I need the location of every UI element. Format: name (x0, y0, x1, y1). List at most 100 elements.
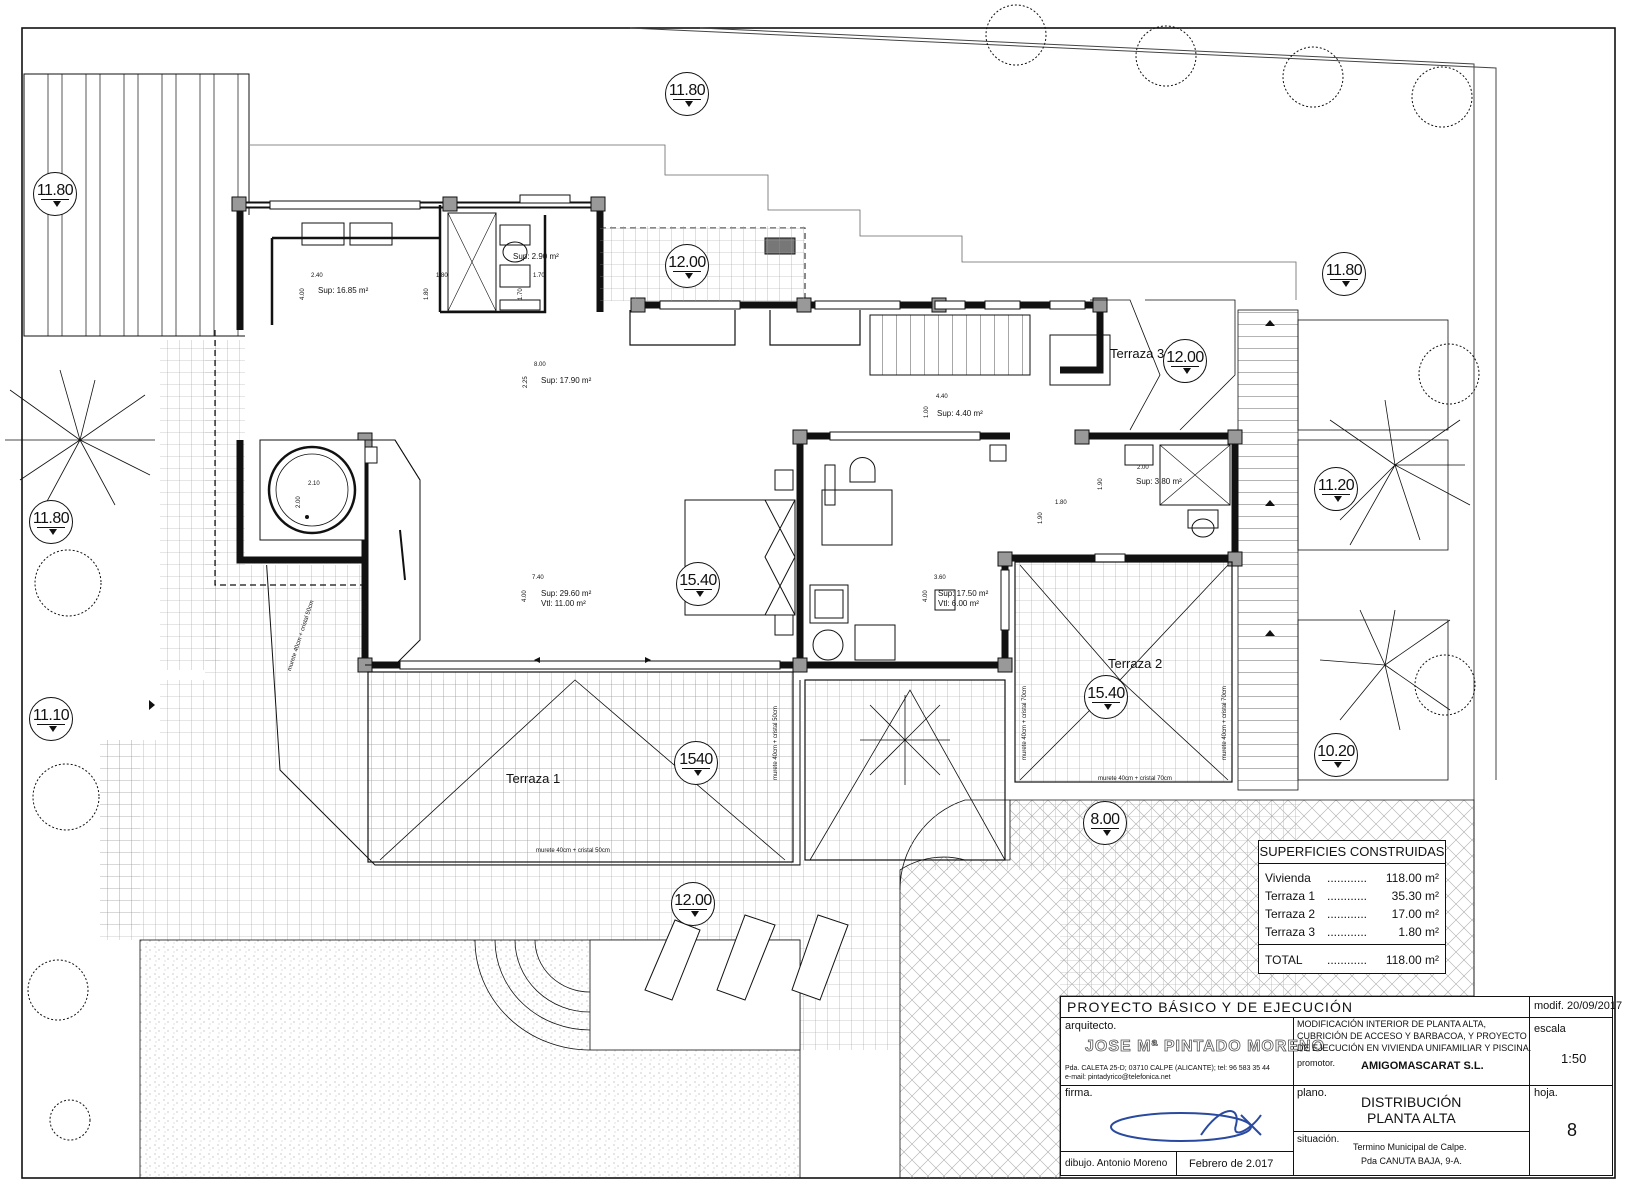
surfaces-row: Terraza 2 ............ 17.00 m² (1265, 907, 1439, 924)
surfaces-name: Terraza 1 (1265, 889, 1316, 903)
room-hall-area: Sup: 17.90 m² (541, 376, 592, 385)
room-shower-height: 1.80 (424, 288, 430, 300)
room-shower-width: 1.80 (436, 273, 448, 279)
promotor-name: AMIGOMASCARAT S.L. (1361, 1060, 1484, 1072)
note-murete-terrace2-side-b: murete 40cm + cristal 70cm (1222, 686, 1228, 760)
room-hall-width: 8.00 (534, 362, 546, 368)
room-kitchen-width: 2.40 (311, 273, 323, 279)
level-marker: 12.00 (671, 882, 715, 926)
note-murete-terrace2: murete 40cm + cristal 70cm (1098, 776, 1172, 782)
room-bath2-area: Sup: 3.80 m² (1136, 477, 1182, 486)
level-marker: 11.20 (1314, 467, 1358, 511)
plano-line-1: DISTRIBUCIÓN (1361, 1094, 1462, 1110)
modif-date: modif. 20/09/2017 (1534, 1000, 1623, 1012)
level-marker: 15.40 (1084, 675, 1128, 719)
surfaces-row: Vivienda ............ 118.00 m² (1265, 871, 1439, 888)
situacion-line-1: Termino Municipal de Calpe. (1353, 1142, 1467, 1152)
terrace-1-label: Terraza 1 (506, 771, 561, 786)
surfaces-total-value: 118.00 m² (1385, 953, 1439, 967)
surfaces-name: Terraza 2 (1265, 907, 1316, 921)
hoja-label: hoja. (1534, 1087, 1558, 1099)
signature (1110, 1110, 1262, 1142)
room-bath1-width: 1.70 (533, 273, 545, 279)
firma-label: firma. (1065, 1087, 1093, 1099)
architect-name: JOSE Mª PINTADO MORENO (1085, 1038, 1326, 1055)
surfaces-total-label: TOTAL (1265, 953, 1303, 967)
note-murete-terrace1-side: murete 40cm + cristal 50cm (773, 706, 779, 780)
situacion-label: situación. (1297, 1134, 1340, 1145)
plano-label: plano. (1297, 1087, 1327, 1099)
surfaces-dots: ............ (1327, 889, 1368, 903)
room-hall2-height: 1.90 (1038, 512, 1044, 524)
hoja-value: 8 (1567, 1120, 1578, 1140)
architect-label: arquitecto. (1065, 1020, 1117, 1032)
description-line-3: DE EJECUCIÓN EN VIVIENDA UNIFAMILIAR Y P… (1297, 1043, 1532, 1053)
jacuzzi-width: 2.10 (308, 481, 320, 487)
level-marker: 11.80 (29, 500, 73, 544)
surfaces-value: 1.80 m² (1398, 925, 1439, 939)
room-hall2-width: 1.80 (1055, 500, 1067, 506)
level-marker: 11.80 (1322, 252, 1366, 296)
dibujo: dibujo. Antonio Moreno (1065, 1158, 1168, 1169)
room-bedroom-vtl: Vtl: 6.00 m² (938, 599, 979, 608)
room-corridor-area: Sup: 4.40 m² (937, 409, 983, 418)
room-living-area: Sup: 29.60 m² (541, 589, 592, 598)
surfaces-dots: ............ (1327, 925, 1368, 939)
room-living-height: 4.00 (522, 590, 528, 602)
surfaces-name: Terraza 3 (1265, 925, 1316, 939)
room-hall-height: 2.25 (523, 376, 529, 388)
room-bath2-width: 2.00 (1137, 465, 1149, 471)
terrace-2-label: Terraza 2 (1108, 656, 1163, 671)
level-marker: 12.00 (665, 244, 709, 288)
room-living-width: 7.40 (532, 575, 544, 581)
room-bath1-area: Sup: 2.90 m² (513, 252, 559, 261)
promotor-label: promotor. (1297, 1058, 1336, 1068)
room-bedroom-width: 3.60 (934, 575, 946, 581)
room-corridor-height: 1.00 (924, 406, 930, 418)
room-bedroom-height: 4.00 (923, 590, 929, 602)
escala-value: 1:50 (1561, 1051, 1587, 1066)
description-line-1: MODIFICACIÓN INTERIOR DE PLANTA ALTA, (1297, 1019, 1487, 1029)
room-living-vtl: Vtl: 11.00 m² (541, 599, 586, 608)
room-corridor-width: 4.40 (936, 394, 948, 400)
room-kitchen-height: 4.00 (300, 288, 306, 300)
level-marker: 8.00 (1083, 801, 1127, 845)
architect-email: e-mail: pintadyrico@telefonica.net (1065, 1074, 1171, 1081)
surfaces-value: 118.00 m² (1385, 871, 1439, 885)
level-marker: 11.80 (665, 72, 709, 116)
project-title: PROYECTO BÁSICO Y DE EJECUCIÓN (1067, 999, 1353, 1015)
title-block: PROYECTO BÁSICO Y DE EJECUCIÓN modif. 20… (1060, 996, 1622, 1176)
situacion-line-2: Pda CANUTA BAJA, 9-A. (1361, 1156, 1462, 1166)
room-bedroom-area: Sup: 17.50 m² (938, 589, 989, 598)
surfaces-table: SUPERFICIES CONSTRUIDAS Vivienda .......… (1258, 840, 1446, 974)
jacuzzi-height: 2.00 (296, 496, 302, 508)
level-marker: 12.00 (1163, 339, 1207, 383)
level-marker: 1540 (674, 741, 718, 785)
surfaces-value: 35.30 m² (1391, 889, 1439, 903)
plano-line-2: PLANTA ALTA (1367, 1110, 1456, 1126)
fecha: Febrero de 2.017 (1189, 1158, 1274, 1170)
room-bath1-height: 1.70 (518, 288, 524, 300)
description-line-2: CUBRICIÓN DE ACCESO Y BARBACOA, Y PROYEC… (1297, 1031, 1527, 1041)
escala-label: escala (1534, 1023, 1566, 1035)
level-marker: 11.10 (29, 697, 73, 741)
surfaces-row: Terraza 3 ............ 1.80 m² (1265, 925, 1439, 942)
surfaces-value: 17.00 m² (1391, 907, 1439, 921)
note-murete-terrace2-side-a: murete 40cm + cristal 70cm (1022, 686, 1028, 760)
room-bath2-height: 1.90 (1098, 478, 1104, 490)
surfaces-total-row: TOTAL ............ 118.00 m² (1265, 953, 1439, 970)
surfaces-dots: ............ (1327, 871, 1368, 885)
note-murete-terrace1: murete 40cm + cristal 50cm (536, 848, 610, 854)
architect-address: Pda. CALETA 25-D; 03710 CALPE (ALICANTE)… (1065, 1065, 1270, 1072)
level-marker: 10.20 (1314, 733, 1358, 777)
surfaces-name: Vivienda (1265, 871, 1311, 885)
terrace-3-label: Terraza 3 (1110, 346, 1165, 361)
level-marker: 15.40 (676, 562, 720, 606)
level-marker: 11.80 (33, 172, 77, 216)
surfaces-title: SUPERFICIES CONSTRUIDAS (1259, 841, 1445, 864)
surfaces-dots: ............ (1327, 953, 1368, 967)
surfaces-dots: ............ (1327, 907, 1368, 921)
surfaces-row: Terraza 1 ............ 35.30 m² (1265, 889, 1439, 906)
room-kitchen-area: Sup: 16.85 m² (318, 286, 369, 295)
